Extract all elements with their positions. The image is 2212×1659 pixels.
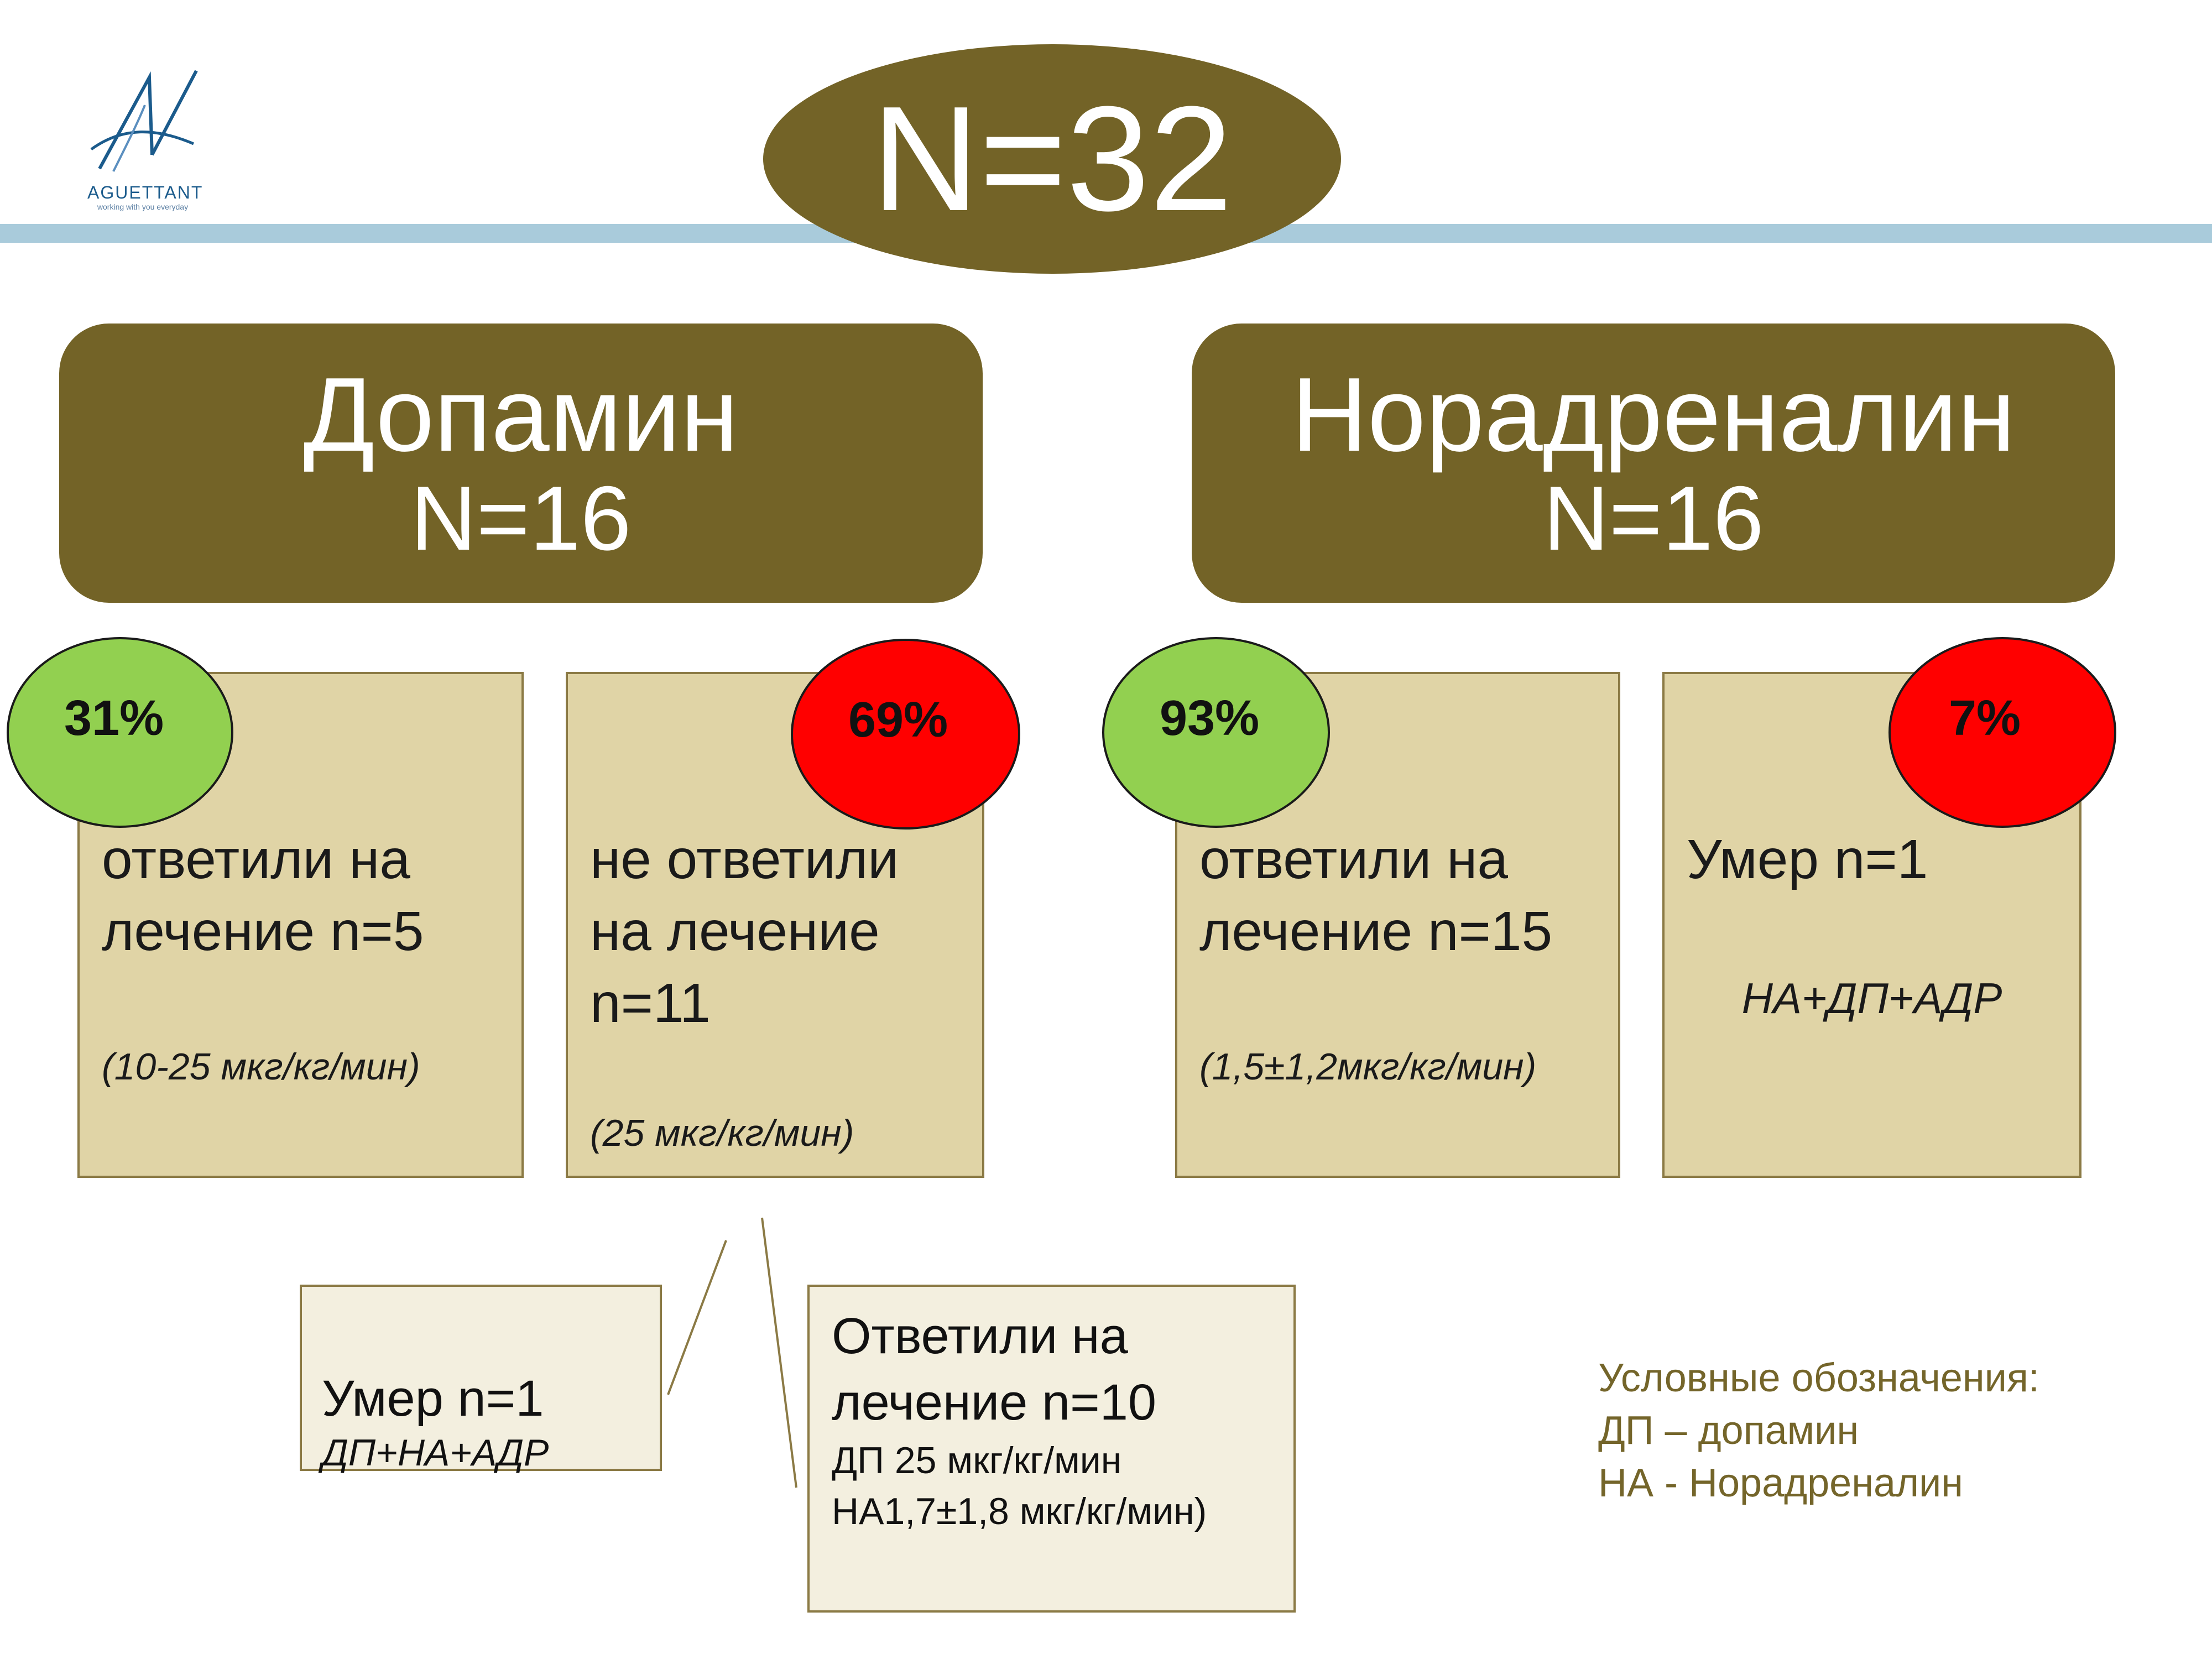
dp-sub-died-line1: Умер n=1 <box>322 1370 544 1427</box>
dp-resp-note: (10-25 мкг/кг/мин) <box>102 1046 420 1088</box>
na-resp-line2: лечение n=15 <box>1199 900 1553 962</box>
legend-item-dp: ДП – допамин <box>1598 1408 1859 1453</box>
na-resp-percent-circle: 93% <box>1102 637 1330 828</box>
dp-sub-resp-note1: ДП 25 мкг/кг/мин <box>832 1439 1122 1482</box>
dp-nonresp-percent-circle: 69% <box>791 639 1020 830</box>
dp-sub-resp-note2: НА1,7±1,8 мкг/кг/мин) <box>832 1490 1207 1532</box>
legend-title: Условные обозначения: <box>1598 1356 2039 1400</box>
dp-sub-died-note: ДП+НА+АДР <box>322 1431 549 1474</box>
logo-tagline: working with you everyday <box>97 202 189 211</box>
dp-sub-died-box <box>300 1285 662 1471</box>
connector-to-responded <box>761 1217 797 1488</box>
total-ellipse: N=32 <box>763 44 1341 274</box>
total-label: N=32 <box>872 75 1233 242</box>
dp-sub-died-content: Умер n=1 ДП+НА+АДР <box>322 1366 549 1473</box>
aguettant-logo <box>83 61 205 221</box>
legend-item-na: НА - Норадреналин <box>1598 1461 1964 1506</box>
dp-sub-resp-line1: Ответили на <box>832 1308 1128 1364</box>
dp-nonresp-line3: n=11 <box>590 972 711 1034</box>
dp-sub-responded-box: Ответили на лечение n=10 ДП 25 мкг/кг/ми… <box>807 1285 1296 1613</box>
connector-to-died <box>667 1240 727 1395</box>
dp-resp-line2: лечение n=5 <box>102 900 424 962</box>
dp-nonresp-percent: 69% <box>848 692 948 748</box>
na-died-percent-circle: 7% <box>1888 637 2116 828</box>
dopamine-n: N=16 <box>410 467 632 569</box>
na-died-note: НА+ДП+АДР <box>1741 974 2002 1022</box>
logo-mark-icon <box>90 70 198 172</box>
na-died-percent: 7% <box>1949 691 2021 746</box>
na-resp-percent: 93% <box>1160 691 1260 746</box>
noradrenaline-title: Норадреналин <box>1291 356 2016 474</box>
dp-resp-percent: 31% <box>64 691 164 746</box>
na-died-line1: Умер n=1 <box>1687 828 1928 890</box>
na-resp-note: (1,5±1,2мкг/кг/мин) <box>1199 1046 1537 1088</box>
dp-resp-line1: ответили на <box>102 828 411 890</box>
noradrenaline-group-header: Норадреналин N=16 <box>1192 324 2115 603</box>
dp-nonresp-line2: на лечение <box>590 900 880 962</box>
dopamine-responded-box: ответили на лечение n=5 (10-25 мкг/кг/ми… <box>77 672 524 1178</box>
na-resp-line1: ответили на <box>1199 828 1509 890</box>
dp-sub-resp-line2: лечение n=10 <box>832 1374 1157 1431</box>
dopamine-title: Допамин <box>303 356 739 474</box>
dp-resp-percent-circle: 31% <box>7 637 233 828</box>
noradrenaline-n: N=16 <box>1543 467 1764 569</box>
dopamine-group-header: Допамин N=16 <box>59 324 983 603</box>
legend: Условные обозначения: ДП – допамин НА - … <box>1598 1352 2039 1510</box>
dp-nonresp-line1: не ответили <box>590 828 899 890</box>
dp-nonresp-note: (25 мкг/кг/мин) <box>590 1112 854 1154</box>
logo-brand: AGUETTANT <box>87 182 204 202</box>
